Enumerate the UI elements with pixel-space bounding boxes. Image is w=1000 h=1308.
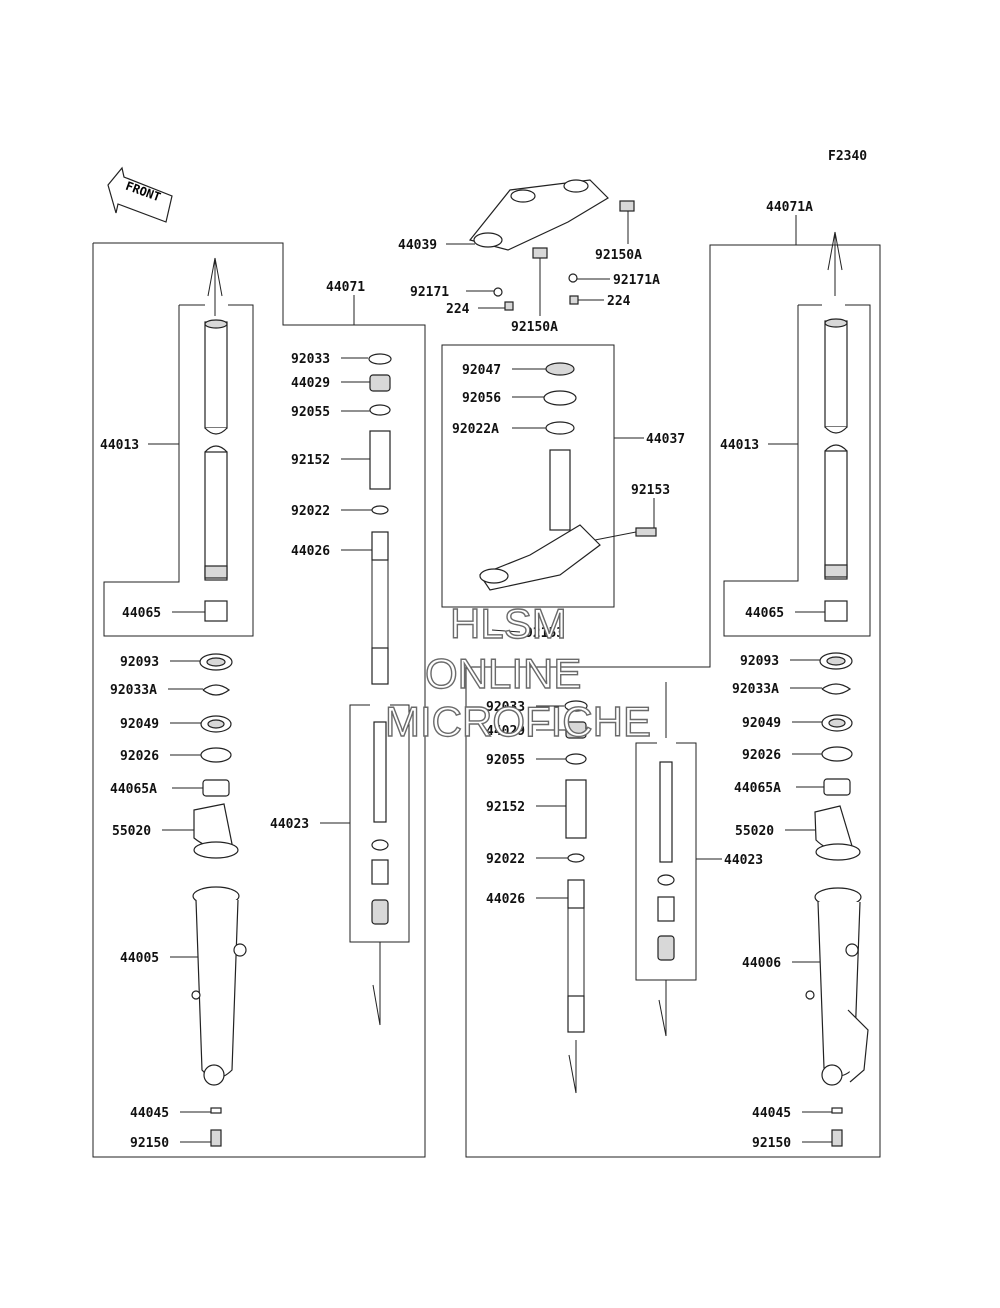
right-guard — [814, 805, 853, 851]
part-number-label: 92022 — [291, 504, 330, 519]
part-number-label: 92026 — [742, 748, 781, 763]
part-number-label: 44026 — [291, 544, 330, 559]
right-gasket — [831, 1107, 843, 1114]
part-number-label: 92026 — [120, 749, 159, 764]
right-guide-bushing — [823, 778, 851, 796]
part-number-label: 92033A — [732, 682, 779, 697]
right-bottom-bolt — [831, 1129, 843, 1147]
right-inner-tube — [824, 231, 848, 580]
left-circlip — [202, 684, 230, 696]
part-number-label: 44039 — [398, 238, 437, 253]
part-number-label: 44026 — [486, 892, 525, 907]
part-number-label: 92150A — [511, 320, 558, 335]
part-number-label: 44045 — [130, 1106, 169, 1121]
figure-code: F2340 — [828, 149, 867, 164]
left-bottom-bolt — [210, 1129, 222, 1147]
part-number-label: 92055 — [291, 405, 330, 420]
left-outer-tube — [191, 886, 247, 1086]
part-number-label: 44065A — [734, 781, 781, 796]
watermark-text: HLSM — [450, 600, 567, 647]
part-number-label: 92033A — [110, 683, 157, 698]
part-number-label: 92049 — [120, 717, 159, 732]
part-number-label: 44013 — [720, 438, 759, 453]
watermark-text: ONLINE — [425, 650, 581, 697]
part-number-label: 44037 — [646, 432, 685, 447]
right-internals — [564, 682, 697, 1094]
part-number-label: 44013 — [100, 438, 139, 453]
part-number-label: 44029 — [486, 724, 525, 739]
part-number-label: 92153 — [525, 626, 564, 641]
part-number-label: 92093 — [740, 654, 779, 669]
part-number-label: 44006 — [742, 956, 781, 971]
part-number-label: 44023 — [724, 853, 763, 868]
part-number-label: 92153 — [631, 483, 670, 498]
right-washer — [821, 746, 853, 762]
left-inner-tube — [204, 257, 228, 581]
left-guard — [193, 803, 233, 849]
left-internals — [349, 353, 410, 1026]
left-bushing — [204, 600, 228, 622]
part-number-label: 44023 — [270, 817, 309, 832]
front-arrow-icon: FRONT — [107, 166, 173, 223]
part-number-label: 92055 — [486, 753, 525, 768]
left-gasket — [210, 1107, 222, 1114]
part-number-label: 92033 — [291, 352, 330, 367]
part-number-label: 92022 — [486, 852, 525, 867]
part-number-label: 92150A — [595, 248, 642, 263]
part-number-label: 44045 — [752, 1106, 791, 1121]
part-number-label: 44029 — [291, 376, 330, 391]
watermark: HLSM ONLINE MICROFICHE — [384, 599, 651, 745]
part-number-label: 55020 — [112, 824, 151, 839]
left-guide-bushing — [202, 779, 230, 797]
part-number-label: 44005 — [120, 951, 159, 966]
part-number-label: 92049 — [742, 716, 781, 731]
part-number-label: 92150 — [130, 1136, 169, 1151]
part-number-label: 55020 — [735, 824, 774, 839]
right-fork-frame: 44071A — [465, 200, 881, 1158]
part-number-label: 92047 — [462, 363, 501, 378]
part-number-label: 44065 — [122, 606, 161, 621]
part-number-label: 92093 — [120, 655, 159, 670]
right-assembly-label: 44071A — [766, 200, 813, 215]
top-clamp-bracket — [468, 179, 635, 311]
left-washer — [200, 747, 232, 763]
part-number-label: 92171 — [410, 285, 449, 300]
part-number-label: 44065A — [110, 782, 157, 797]
part-number-label: 92152 — [291, 453, 330, 468]
part-number-label: 224 — [446, 302, 470, 317]
right-outer-tube — [805, 887, 869, 1086]
part-number-label: 224 — [607, 294, 631, 309]
part-number-label: 92022A — [452, 422, 499, 437]
watermark-text: MICROFICHE — [385, 698, 651, 745]
part-number-label: 92152 — [486, 800, 525, 815]
part-number-label: 92150 — [752, 1136, 791, 1151]
part-number-label: 44065 — [745, 606, 784, 621]
left-assembly-label: 44071 — [326, 280, 365, 295]
steering-stem-frame — [441, 344, 615, 608]
right-bushing — [824, 600, 848, 622]
part-number-label: 92056 — [462, 391, 501, 406]
right-circlip — [821, 683, 852, 695]
part-number-label: 92033 — [486, 700, 525, 715]
left-fork-frame: 44071 — [92, 242, 426, 1158]
part-number-label: 92171A — [613, 273, 660, 288]
steering-stem — [479, 362, 657, 591]
